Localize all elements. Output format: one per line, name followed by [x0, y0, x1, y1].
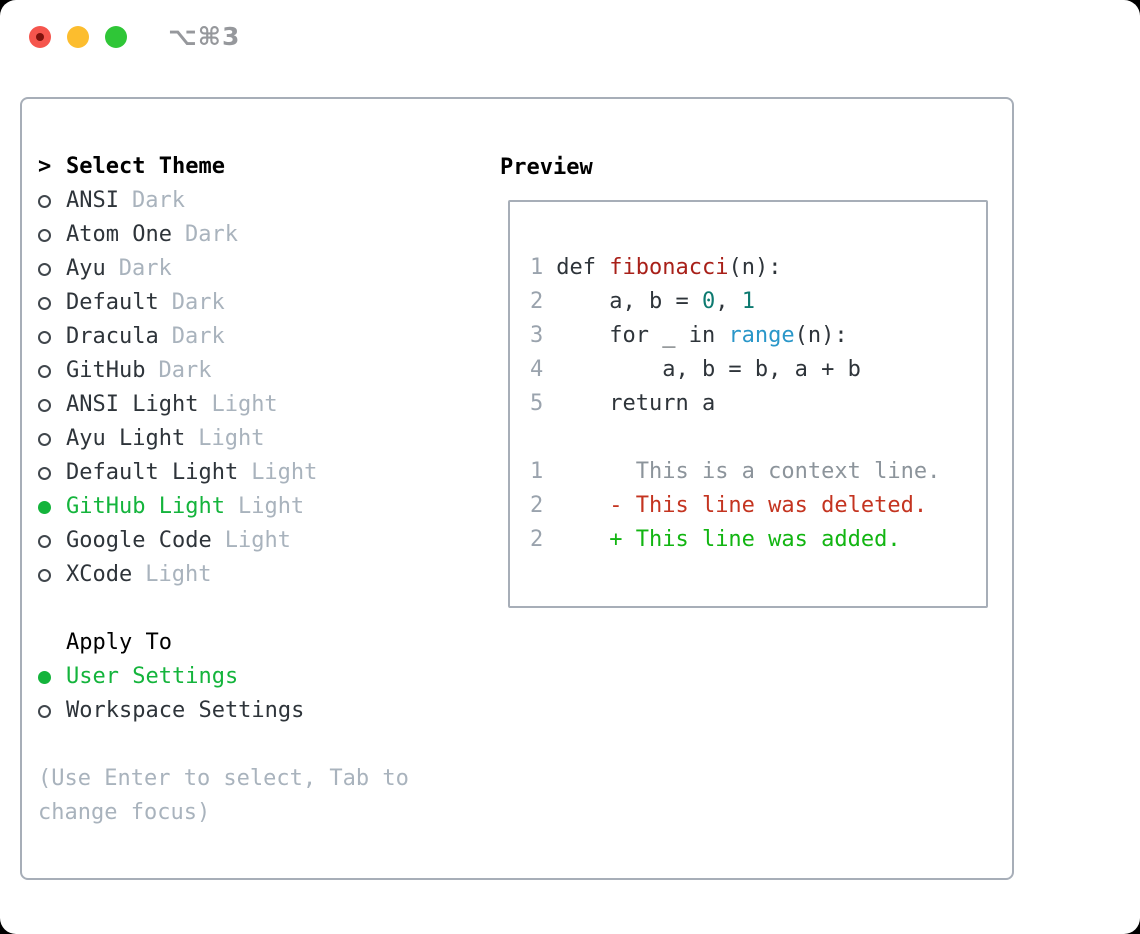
- titlebar: ⌥⌘3: [0, 0, 1140, 75]
- diff-deleted-line: 2 - This line was deleted.: [530, 489, 972, 523]
- diff-added-line: 2 + This line was added.: [530, 523, 972, 557]
- theme-list-header: > Select Theme: [38, 150, 458, 184]
- code-line: 3 for _ in range(n):: [530, 319, 972, 353]
- theme-option-ayu-dark[interactable]: Ayu Dark: [38, 252, 458, 286]
- window-shortcut-label: ⌥⌘3: [168, 22, 241, 51]
- spacer: [38, 728, 458, 762]
- line-number: [530, 421, 543, 455]
- radio-icon: [38, 568, 51, 582]
- zoom-button[interactable]: [105, 26, 127, 48]
- radio-icon: [38, 432, 51, 446]
- theme-option-ayu-light[interactable]: Ayu Light Light: [38, 422, 458, 456]
- theme-option-dracula-dark[interactable]: Dracula Dark: [38, 320, 458, 354]
- radio-icon: [38, 228, 51, 242]
- theme-option-google-code-light[interactable]: Google Code Light: [38, 524, 458, 558]
- radio-icon: [38, 704, 51, 718]
- theme-option-default-light[interactable]: Default Light Light: [38, 456, 458, 490]
- theme-option-ansi-light[interactable]: ANSI Light Light: [38, 388, 458, 422]
- line-number: 1: [530, 255, 544, 280]
- radio-selected-icon: [38, 500, 51, 514]
- theme-option-default-dark[interactable]: Default Dark: [38, 286, 458, 320]
- theme-option-github-dark[interactable]: GitHub Dark: [38, 354, 458, 388]
- theme-picker-panel: > Select Theme ANSI Dark Atom One Dark A…: [20, 97, 1014, 880]
- code-line-blank: [530, 421, 972, 455]
- keyboard-hint-text: (Use Enter to select, Tab to change focu…: [38, 766, 409, 825]
- radio-selected-icon: [38, 670, 51, 684]
- select-theme-title: Select Theme: [66, 154, 225, 179]
- cursor-chevron-icon: >: [38, 154, 52, 179]
- code-line: 5 return a: [530, 387, 972, 421]
- theme-list: > Select Theme ANSI Dark Atom One Dark A…: [38, 150, 458, 830]
- line-number: 5: [530, 391, 544, 416]
- spacer: [38, 592, 458, 626]
- line-number: 1: [530, 459, 544, 484]
- close-button[interactable]: [29, 26, 51, 48]
- radio-icon: [38, 262, 51, 276]
- diff-context-line: 1 This is a context line.: [530, 455, 972, 489]
- line-number: 3: [530, 323, 544, 348]
- apply-to-header: Apply To: [38, 626, 458, 660]
- apply-to-title: Apply To: [66, 630, 172, 655]
- theme-option-atom-one-dark[interactable]: Atom One Dark: [38, 218, 458, 252]
- preview-title: Preview: [500, 154, 593, 180]
- line-number: 2: [530, 527, 544, 552]
- radio-icon: [38, 330, 51, 344]
- radio-icon: [38, 398, 51, 412]
- line-number: 4: [530, 357, 544, 382]
- radio-icon: [38, 296, 51, 310]
- theme-option-xcode-light[interactable]: XCode Light: [38, 558, 458, 592]
- apply-option-user-settings[interactable]: User Settings: [38, 660, 458, 694]
- code-line: 4 a, b = b, a + b: [530, 353, 972, 387]
- code-line: 2 a, b = 0, 1: [530, 285, 972, 319]
- theme-option-ansi-dark[interactable]: ANSI Dark: [38, 184, 458, 218]
- apply-option-workspace-settings[interactable]: Workspace Settings: [38, 694, 458, 728]
- radio-icon: [38, 534, 51, 548]
- theme-option-github-light[interactable]: GitHub Light Light: [38, 490, 458, 524]
- radio-icon: [38, 194, 51, 208]
- minimize-button[interactable]: [67, 26, 89, 48]
- radio-icon: [38, 466, 51, 480]
- line-number: 2: [530, 289, 544, 314]
- radio-icon: [38, 364, 51, 378]
- line-number: 2: [530, 493, 544, 518]
